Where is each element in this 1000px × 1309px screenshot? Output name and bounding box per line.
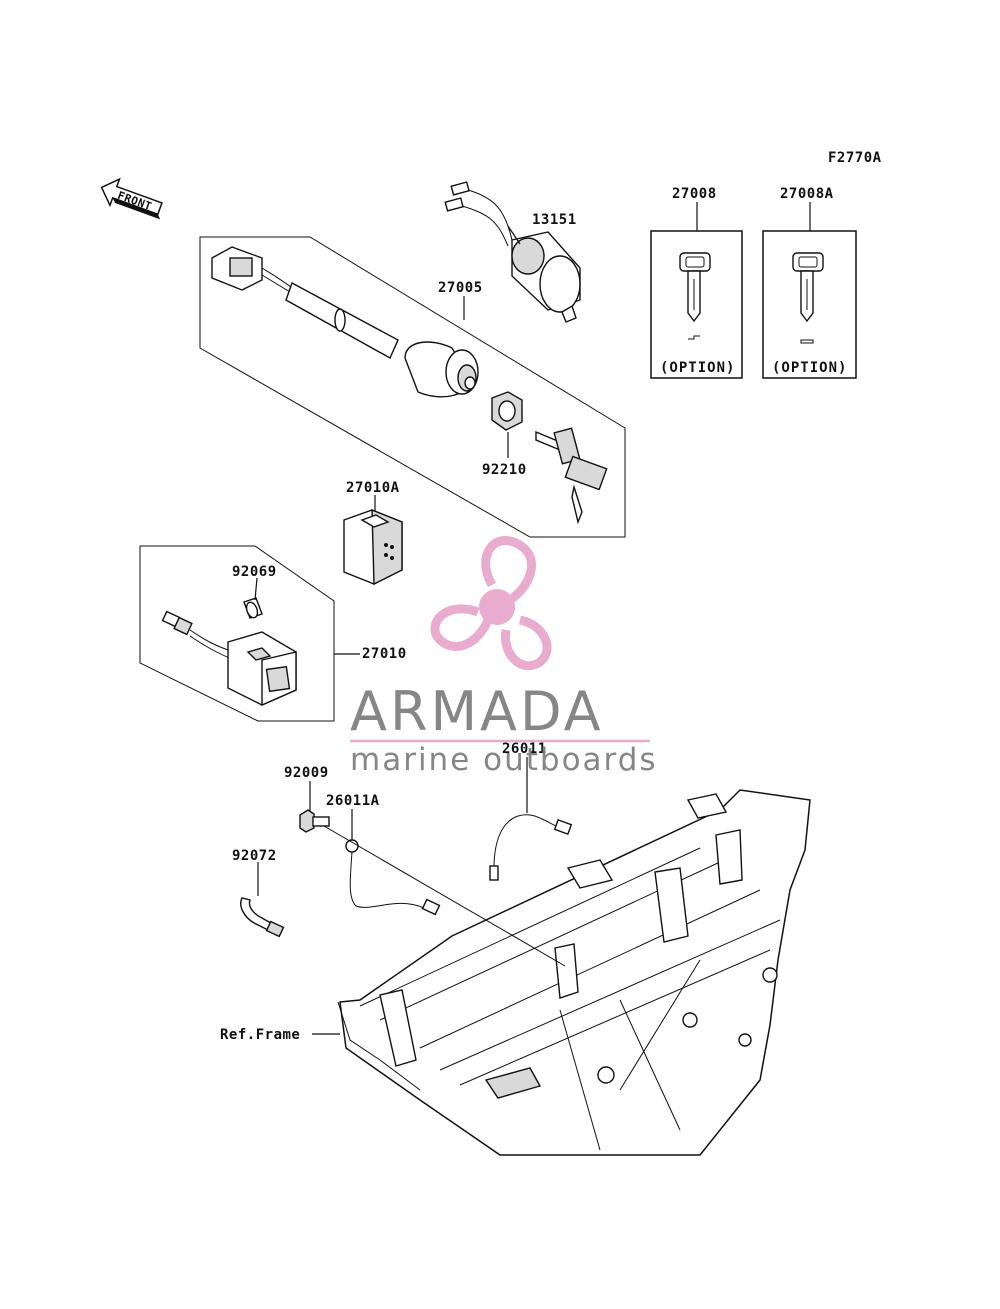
key-option-27008 [650,230,743,379]
label-92210: 92210 [482,462,527,478]
option-label: (OPTION) [660,360,735,376]
label-92009: 92009 [284,765,329,781]
ignition-keys-icon [535,427,608,525]
label-26011: 26011 [502,741,547,757]
bulb-92069 [243,597,263,619]
watermark-logo: ARMADA marine outboards [350,536,658,778]
harness-13151 [444,181,581,323]
sensor-26011A [345,839,441,916]
propeller-icon [430,536,552,671]
watermark-brand: ARMADA [350,680,604,743]
label-ref-frame: Ref.Frame [220,1027,300,1043]
label-27008: 27008 [672,186,717,202]
bolt-92009 [299,809,330,833]
label-27010: 27010 [362,646,407,662]
label-27010A: 27010A [346,480,400,496]
option-label: (OPTION) [772,360,847,376]
sensor-26011 [489,814,573,881]
label-13151: 13151 [532,212,577,228]
watermark-tagline: marine outboards [350,742,658,778]
label-27005: 27005 [438,280,483,296]
ignition-switch [404,341,479,398]
ignition-connector [211,246,296,296]
leader-lines [254,202,811,1035]
frame-illustration [337,789,811,1156]
switch-27010 [227,631,297,707]
key-blank-icon [679,252,711,323]
figure-code: F2770A [828,150,882,166]
label-92072: 92072 [232,848,277,864]
label-27008A: 27008A [780,186,834,202]
ignition-switch-group [199,236,626,538]
label-92069: 92069 [232,564,277,580]
nut-92210 [491,391,523,431]
key-option-27008A [762,230,857,379]
label-26011A: 26011A [326,793,380,809]
front-arrow-icon: FRONT [100,177,163,220]
cable-tie-92072 [240,897,285,938]
key-blank-icon [792,252,824,323]
switch-27010A [343,508,403,586]
switch-27010-group [139,545,335,722]
